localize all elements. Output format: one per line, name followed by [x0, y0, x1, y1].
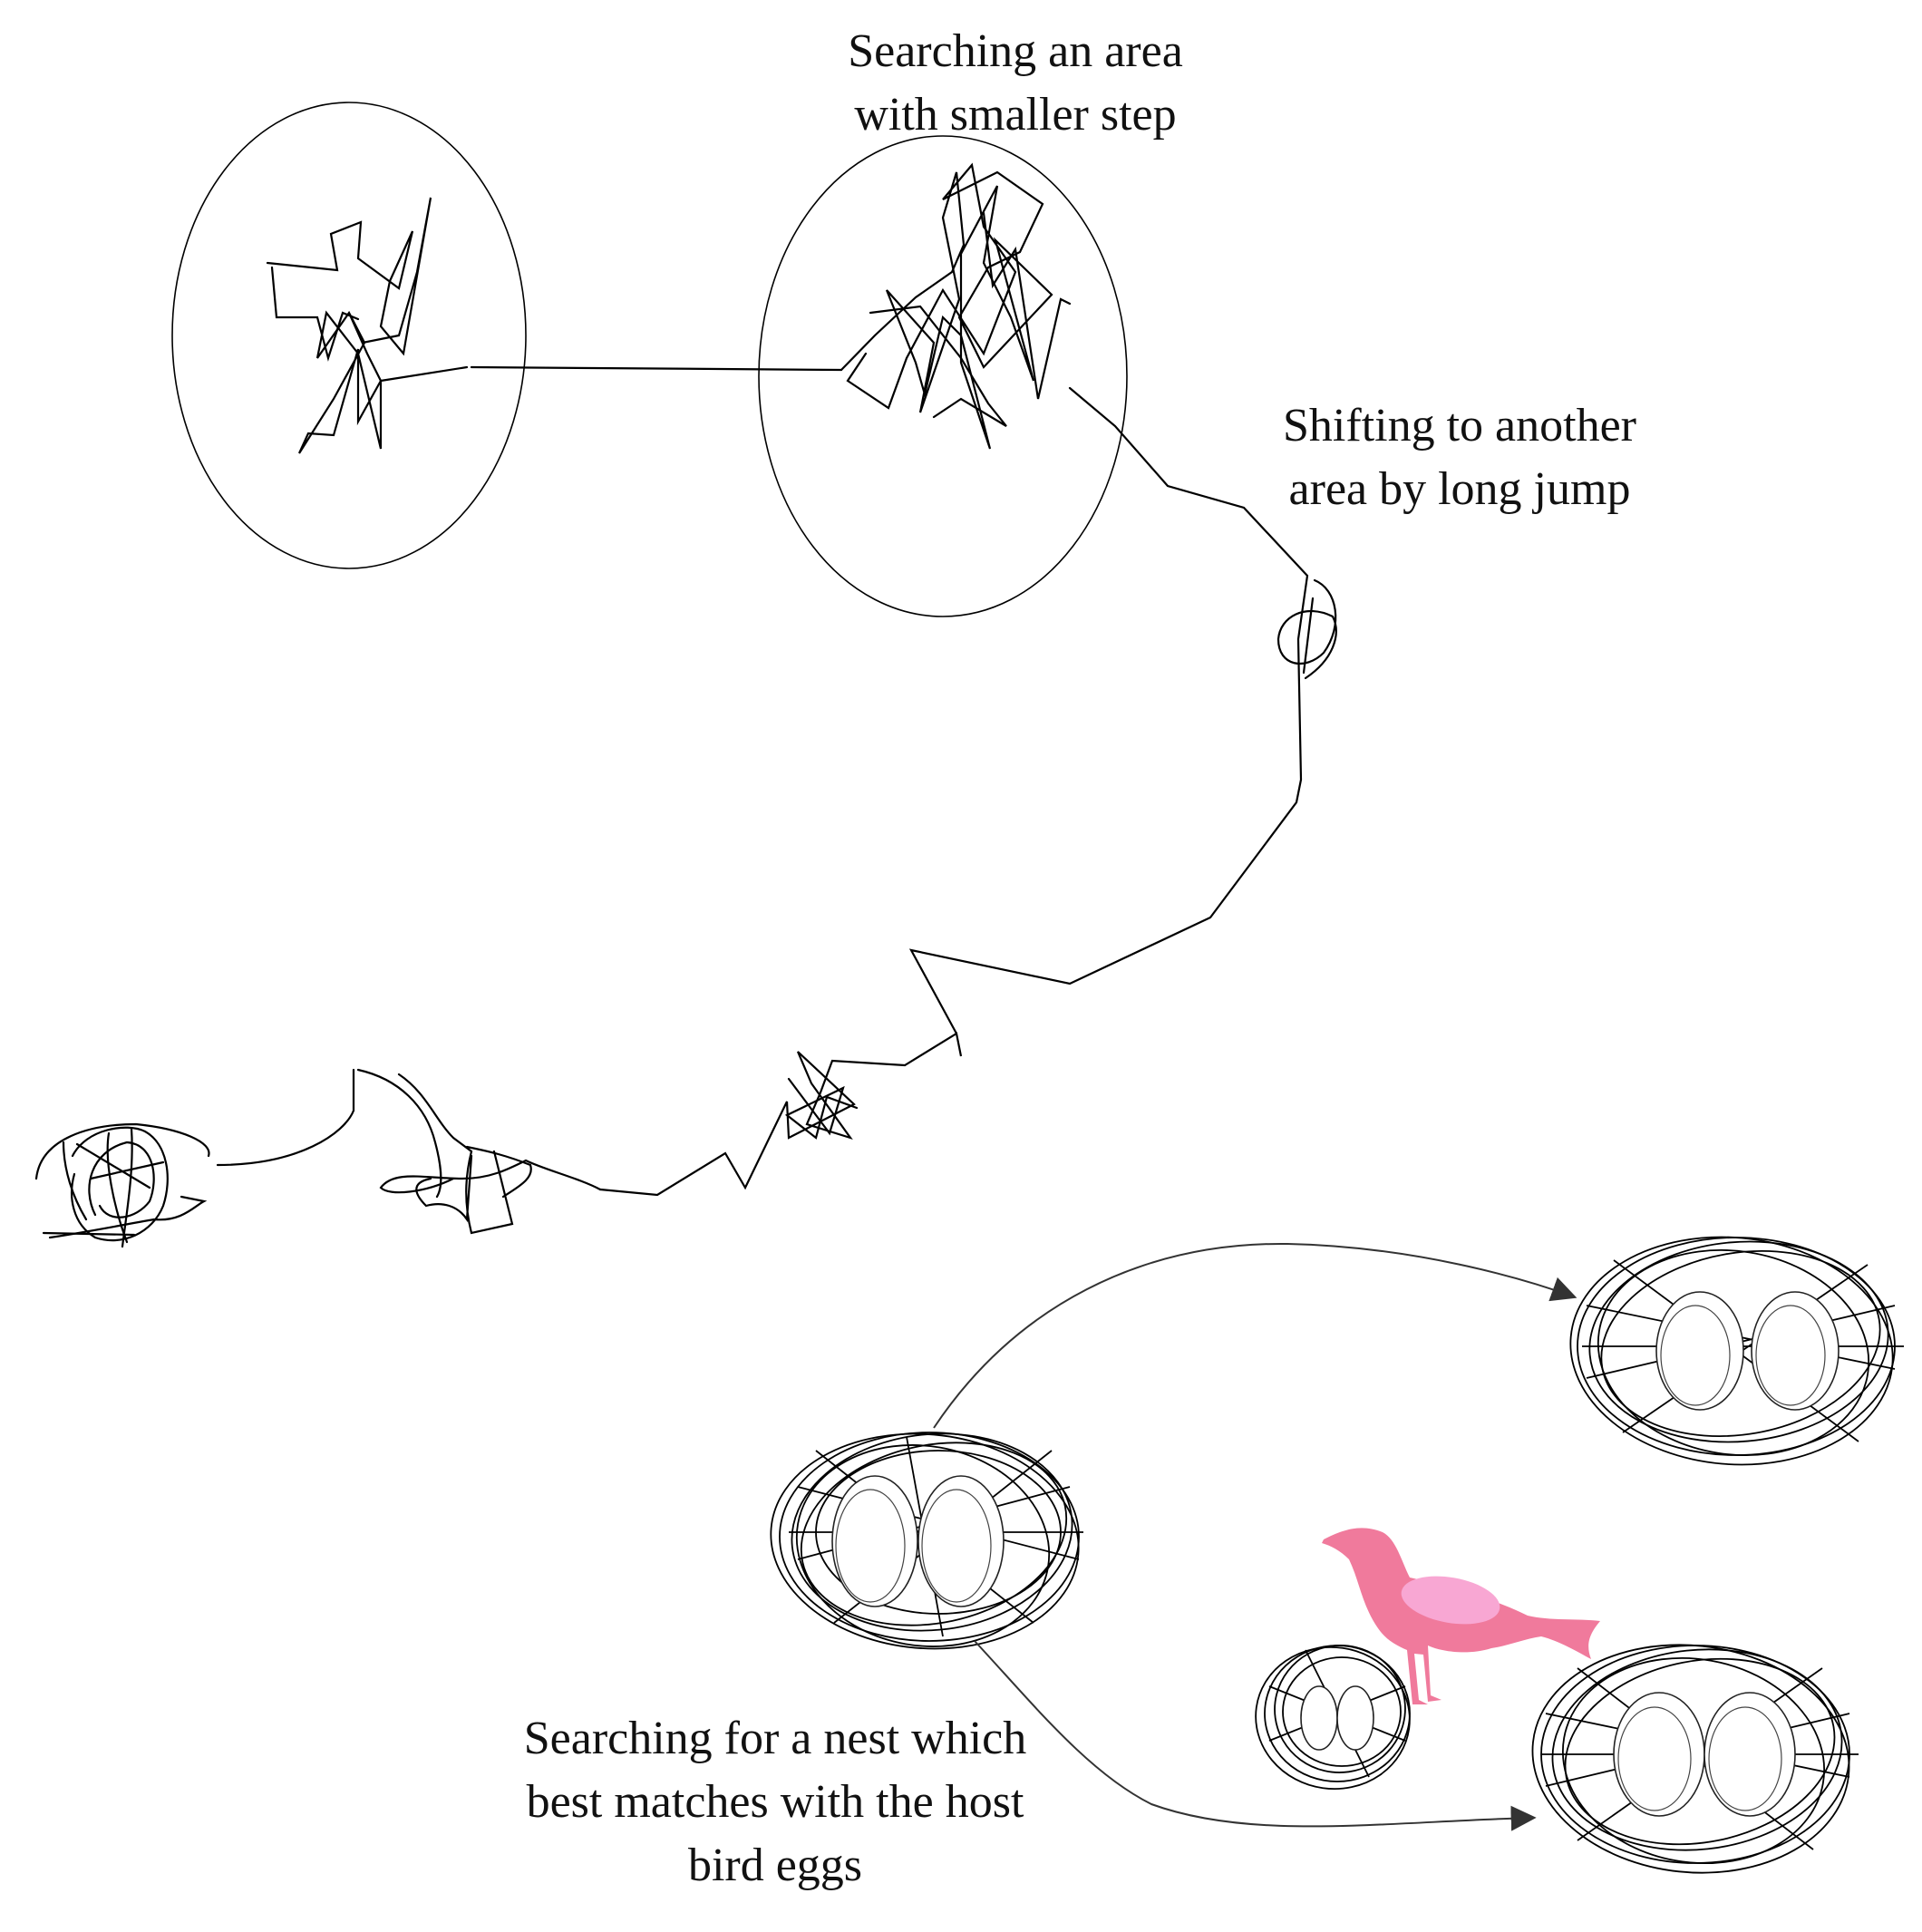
jump-left-to-right: [470, 365, 843, 372]
label-nest-search: Searching for a nest which best matches …: [523, 1713, 1027, 1892]
egg-icon: [1704, 1692, 1796, 1817]
label-long-jump: Shifting to another area by long jump: [1283, 400, 1636, 516]
label-small-step: Searching an area with smaller step: [848, 25, 1183, 141]
levy-flight-small-steps-left: [266, 197, 469, 454]
nest-target-bottom: [1531, 1644, 1859, 1874]
nest-small: [1255, 1645, 1411, 1791]
levy-curl-far-left: [34, 1122, 210, 1248]
levy-flight-small-steps-right: [840, 162, 1072, 450]
egg-icon: [1655, 1291, 1744, 1411]
levy-loop-mid: [1276, 578, 1337, 680]
levy-triangles: [784, 1077, 859, 1140]
nest-source: [770, 1432, 1083, 1650]
search-area-left: [171, 102, 527, 569]
levy-curls-left: [216, 1068, 602, 1235]
bird-nest-icon: [770, 1236, 1904, 1874]
arrow-to-bottom-nest: [974, 1640, 1537, 1831]
search-area-right: [758, 135, 1128, 617]
arrow-to-top-nest: [933, 1242, 1577, 1429]
egg-icon: [1751, 1291, 1839, 1411]
long-jump-path: [598, 386, 1309, 1197]
nest-target-top: [1569, 1236, 1904, 1466]
cuckoo-bird-icon: [1322, 1528, 1600, 1704]
